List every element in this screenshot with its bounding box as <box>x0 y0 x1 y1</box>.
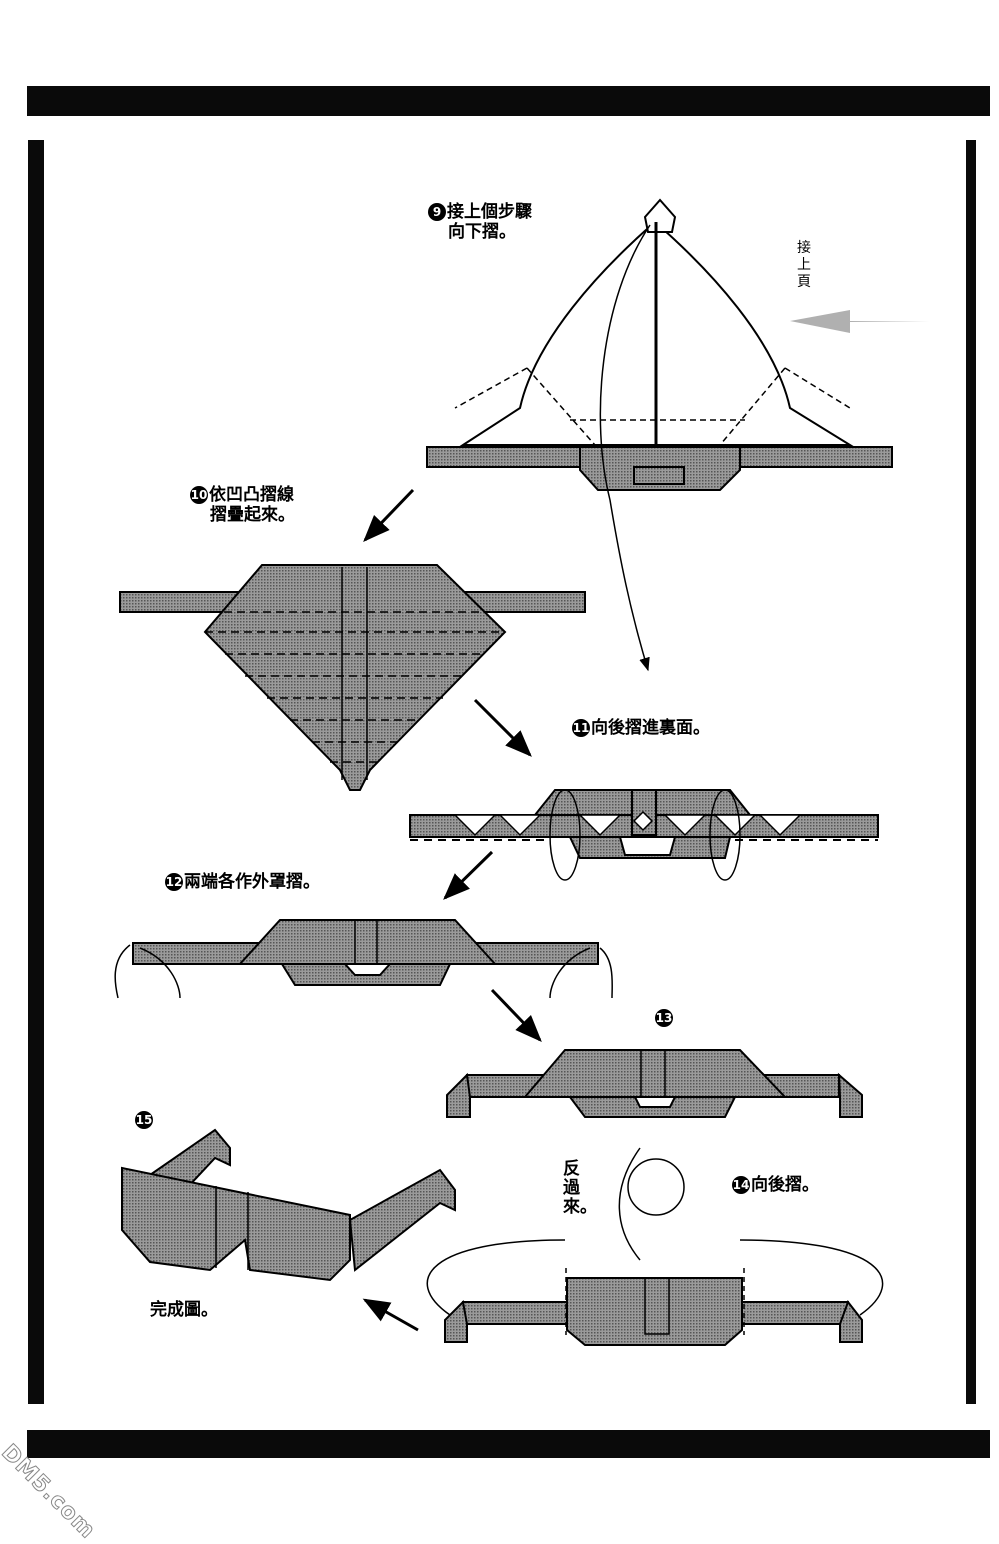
step10-diagram <box>119 564 586 791</box>
step11-diagram <box>409 789 879 881</box>
step11-label: 11向後摺進裏面。 <box>572 718 710 738</box>
step12-label: 12兩端各作外罩摺。 <box>165 872 320 892</box>
step13-label: 13 <box>655 1009 673 1027</box>
arrow-to-step11-icon <box>473 698 532 757</box>
continue-arrow-icon <box>790 310 930 333</box>
step9-diagram <box>426 198 893 672</box>
flip-over-note: 反過來。 <box>563 1159 597 1217</box>
step14-diagram <box>426 1147 884 1346</box>
top-frame-bar <box>27 86 990 116</box>
step10-label: 10依凹凸摺線摺疊起來。 <box>190 485 295 525</box>
arrow-to-finished-icon <box>362 1298 419 1332</box>
step13-diagram <box>446 1049 863 1118</box>
arrow-to-step12-icon <box>443 850 494 900</box>
arrow-to-step13-icon <box>490 988 542 1042</box>
arrow-to-step10-icon <box>363 488 415 542</box>
finished-glasses-diagram <box>121 1128 456 1282</box>
right-frame-rule <box>966 140 976 1404</box>
left-frame-rule <box>28 140 44 1404</box>
step15-label: 15 <box>135 1111 153 1129</box>
continued-from-previous-page: 接上頁 <box>797 240 811 290</box>
finished-label: 完成圖。 <box>150 1300 218 1320</box>
bottom-frame-bar <box>27 1430 990 1458</box>
step12-diagram <box>114 919 613 999</box>
step14-label: 14向後摺。 <box>732 1175 819 1195</box>
